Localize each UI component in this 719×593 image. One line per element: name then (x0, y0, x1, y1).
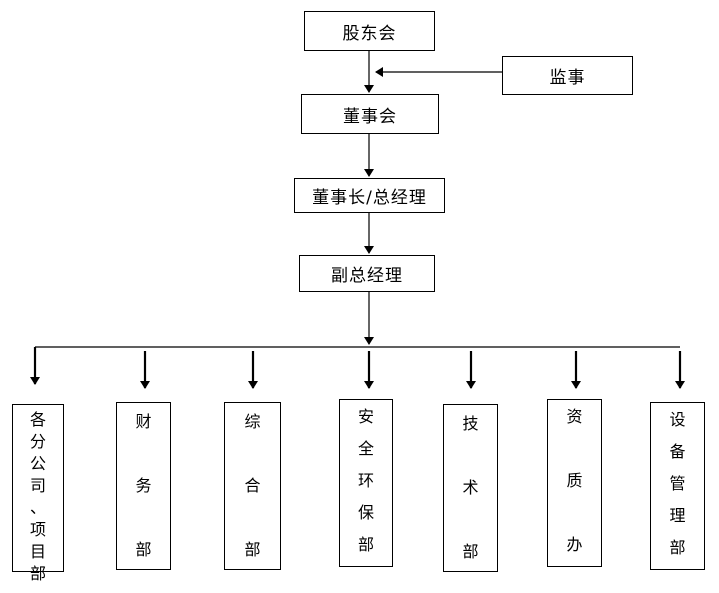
node-shareholders-label: 股东会 (342, 23, 397, 44)
dept-general-affairs-char: 综 (244, 412, 261, 431)
dept-equipment-management-char: 管 (669, 474, 686, 493)
node-deputy-gm-label: 副总经理 (331, 266, 403, 286)
dept-finance-char: 财 (135, 412, 152, 431)
dept-finance: 财 务 部 (116, 402, 171, 570)
dept-branches-projects-char: 分 (29, 432, 46, 451)
dept-branches-projects-char: 项 (29, 520, 46, 539)
dept-technical-char: 部 (462, 542, 479, 561)
dept-branches-projects-char: 、 (29, 498, 46, 517)
node-supervisor-label: 监事 (549, 68, 586, 88)
dept-branches-projects: 各 分 公 司 、 项 目 部 (12, 404, 64, 583)
dept-finance-char: 部 (135, 540, 152, 559)
dept-branches-projects-char: 各 (29, 410, 46, 429)
node-deputy-gm: 副总经理 (299, 255, 435, 292)
node-board-label: 董事会 (343, 106, 397, 127)
dept-branches-projects-char: 司 (29, 476, 46, 495)
dept-qualifications-office: 资 质 办 (547, 399, 602, 567)
node-supervisor: 监事 (502, 56, 633, 95)
dept-equipment-management-char: 设 (669, 410, 686, 429)
dept-safety-environment-char: 保 (357, 503, 374, 522)
dept-technical-char: 技 (462, 414, 479, 433)
dept-qualifications-office-char: 资 (566, 407, 583, 426)
dept-branches-projects-char: 部 (29, 564, 46, 583)
dept-qualifications-office-char: 质 (566, 471, 583, 490)
dept-general-affairs-char: 合 (244, 476, 261, 495)
dept-technical: 技 术 部 (443, 404, 498, 572)
dept-qualifications-office-char: 办 (566, 535, 583, 554)
node-shareholders: 股东会 (304, 11, 435, 51)
dept-equipment-management-char: 部 (669, 538, 686, 557)
dept-technical-char: 术 (462, 478, 479, 497)
dept-branches-projects-char: 目 (29, 542, 46, 561)
dept-equipment-management-char: 备 (669, 442, 686, 461)
dept-equipment-management: 设 备 管 理 部 (650, 402, 705, 570)
dept-safety-environment-char: 环 (357, 471, 374, 490)
node-chairman-gm: 董事长/总经理 (294, 178, 445, 213)
dept-safety-environment: 安 全 环 保 部 (339, 399, 393, 567)
dept-equipment-management-char: 理 (669, 506, 686, 525)
dept-finance-char: 务 (135, 476, 152, 495)
dept-safety-environment-char: 全 (357, 439, 374, 458)
dept-branches-projects-char: 公 (29, 454, 46, 473)
node-board: 董事会 (301, 94, 439, 134)
dept-safety-environment-char: 部 (357, 535, 374, 554)
node-chairman-gm-label: 董事长/总经理 (312, 188, 427, 208)
dept-safety-environment-char: 安 (357, 407, 374, 426)
dept-general-affairs: 综 合 部 (224, 402, 281, 570)
dept-general-affairs-char: 部 (244, 540, 261, 559)
